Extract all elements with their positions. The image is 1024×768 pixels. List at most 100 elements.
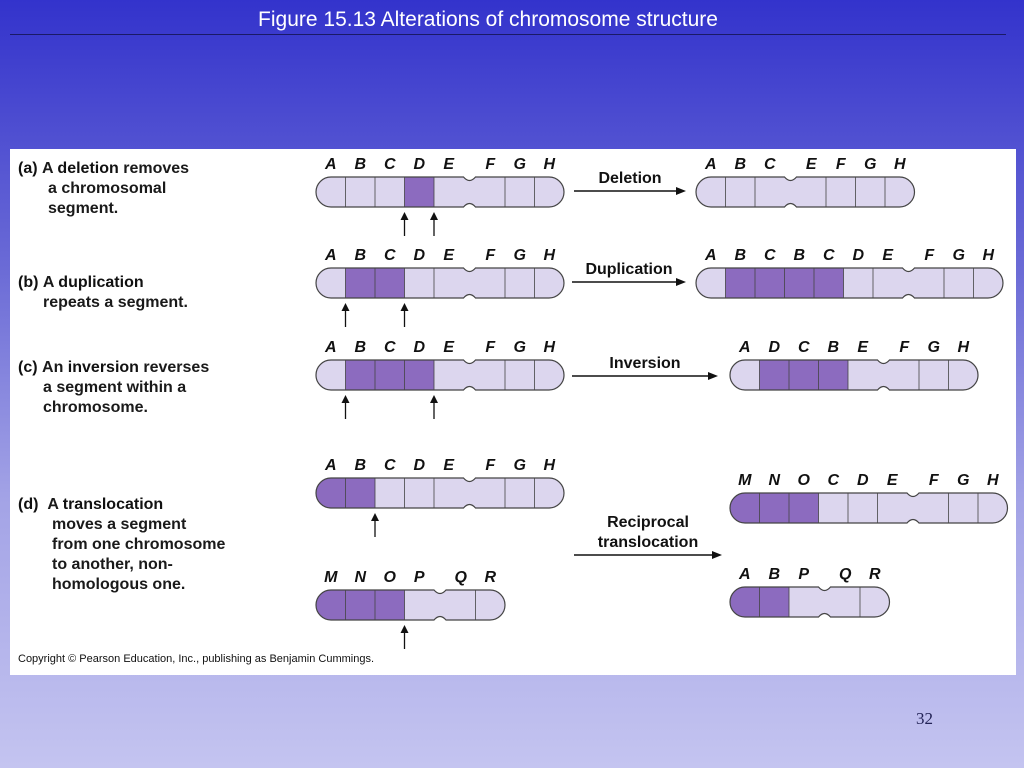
segment-letter-P: P xyxy=(798,566,809,583)
segment-O xyxy=(789,493,819,523)
segment-D xyxy=(404,360,434,390)
segment-letter-E: E xyxy=(857,339,869,356)
segment-letter-B: B xyxy=(354,339,366,356)
segment-letter-F: F xyxy=(485,247,496,264)
segment-letter-D: D xyxy=(852,247,864,264)
segment-P xyxy=(789,587,825,617)
slide-title: Figure 15.13 Alterations of chromosome s… xyxy=(258,8,718,31)
segment-letter-P: P xyxy=(414,569,425,586)
segment-E xyxy=(790,177,826,207)
segment-letter-C: C xyxy=(384,457,396,474)
segment-C xyxy=(814,268,844,298)
segment-letter-G: G xyxy=(514,457,526,474)
segment-E xyxy=(434,177,470,207)
segment-F xyxy=(908,268,944,298)
segment-letter-B: B xyxy=(354,247,366,264)
segment-letter-C: C xyxy=(384,156,396,173)
term-deletion: deletion xyxy=(57,160,119,177)
segment-M xyxy=(316,590,346,620)
segment-letter-F: F xyxy=(899,339,910,356)
segment-letter-C: C xyxy=(823,247,835,264)
segment-D xyxy=(404,478,434,508)
breakpoint-arrow xyxy=(400,303,409,327)
segment-E xyxy=(848,360,884,390)
segment-letter-B: B xyxy=(768,566,780,583)
panel-label: (b) xyxy=(18,274,39,291)
panel-label: (a) xyxy=(18,160,38,177)
segment-letter-D: D xyxy=(413,339,425,356)
segment-C xyxy=(375,177,405,207)
segment-Q xyxy=(824,587,860,617)
segment-letter-F: F xyxy=(485,457,496,474)
segment-G xyxy=(855,177,885,207)
segment-C xyxy=(375,268,405,298)
segment-E xyxy=(434,478,470,508)
segment-letter-G: G xyxy=(928,339,940,356)
segment-H xyxy=(534,360,564,390)
segment-letter-A: A xyxy=(324,156,337,173)
panel-label: (d) xyxy=(18,496,39,513)
segment-A xyxy=(316,268,346,298)
segment-letter-G: G xyxy=(864,156,876,173)
page-number: 32 xyxy=(916,709,933,728)
segment-letter-M: M xyxy=(738,472,752,489)
segment-A xyxy=(696,177,726,207)
breakpoint-arrow xyxy=(341,395,350,419)
breakpoint-arrow xyxy=(400,625,409,649)
segment-C xyxy=(375,360,405,390)
segment-letter-F: F xyxy=(485,339,496,356)
segment-H xyxy=(978,493,1008,523)
segment-letter-E: E xyxy=(443,156,455,173)
segment-letter-A: A xyxy=(738,339,751,356)
breakpoint-arrow xyxy=(371,513,379,537)
panel-label: (c) xyxy=(18,359,38,376)
segment-B xyxy=(345,268,375,298)
segment-letter-G: G xyxy=(957,472,969,489)
segment-letter-F: F xyxy=(929,472,940,489)
term-inversion: inversion xyxy=(67,359,139,376)
segment-letter-A: A xyxy=(324,339,337,356)
segment-letter-A: A xyxy=(704,247,717,264)
term-duplication: duplication xyxy=(58,274,144,291)
panel-c-description: (c) An inversion reverses a segment with… xyxy=(18,359,210,416)
segment-B xyxy=(784,268,814,298)
segment-D xyxy=(404,268,434,298)
segment-letter-B: B xyxy=(734,156,746,173)
process-label: translocation xyxy=(598,534,698,551)
segment-letter-E: E xyxy=(887,472,899,489)
segment-letter-H: H xyxy=(543,457,555,474)
segment-letter-Q: Q xyxy=(839,566,852,583)
segment-letter-O: O xyxy=(384,569,397,586)
segment-letter-C: C xyxy=(764,156,776,173)
process-label: Deletion xyxy=(598,170,661,187)
segment-D xyxy=(843,268,873,298)
segment-F xyxy=(469,268,505,298)
segment-letter-G: G xyxy=(953,247,965,264)
segment-letter-H: H xyxy=(543,156,555,173)
segment-letter-C: C xyxy=(764,247,776,264)
segment-D xyxy=(404,177,434,207)
segment-R xyxy=(475,590,505,620)
segment-F xyxy=(883,360,919,390)
segment-letter-D: D xyxy=(413,457,425,474)
process-label: Inversion xyxy=(609,355,680,372)
segment-letter-A: A xyxy=(738,566,751,583)
segment-R xyxy=(860,587,890,617)
segment-F xyxy=(469,360,505,390)
segment-O xyxy=(375,590,405,620)
segment-letter-F: F xyxy=(485,156,496,173)
segment-letter-E: E xyxy=(882,247,894,264)
segment-letter-N: N xyxy=(768,472,780,489)
segment-letter-B: B xyxy=(827,339,839,356)
panel-a-description: (a) A deletion removes a chromosomal seg… xyxy=(18,160,190,217)
segment-letter-E: E xyxy=(443,247,455,264)
segment-letter-H: H xyxy=(543,247,555,264)
